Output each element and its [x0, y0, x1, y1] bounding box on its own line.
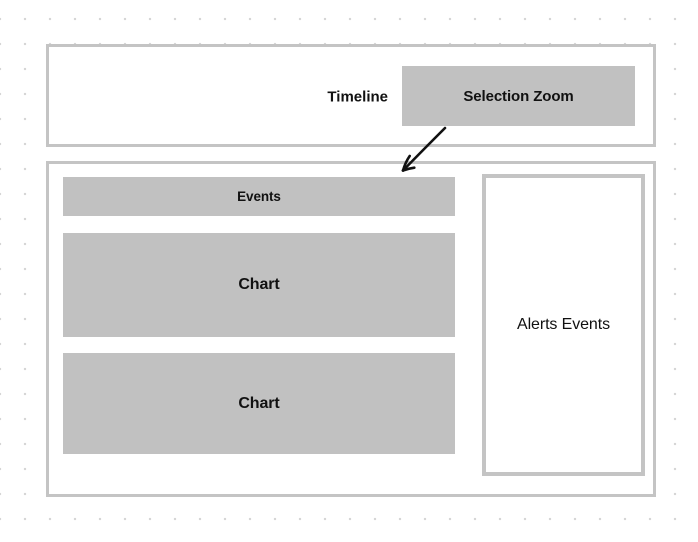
- selection-zoom-box[interactable]: Selection Zoom: [402, 66, 635, 126]
- alerts-events-label: Alerts Events: [517, 316, 610, 333]
- events-bar[interactable]: Events: [63, 177, 455, 216]
- chart-bottom-label: Chart: [238, 394, 280, 412]
- alerts-events-box[interactable]: Alerts Events: [482, 174, 645, 476]
- timeline-panel[interactable]: Timeline Selection Zoom: [46, 44, 656, 147]
- chart-box-bottom[interactable]: Chart: [63, 353, 455, 454]
- selection-zoom-label: Selection Zoom: [463, 87, 574, 105]
- chart-top-label: Chart: [238, 276, 280, 293]
- events-label: Events: [237, 189, 281, 204]
- chart-box-top[interactable]: Chart: [63, 233, 455, 337]
- detail-panel[interactable]: Events Chart Chart Alerts Events: [46, 161, 656, 497]
- timeline-label: Timeline: [327, 88, 388, 106]
